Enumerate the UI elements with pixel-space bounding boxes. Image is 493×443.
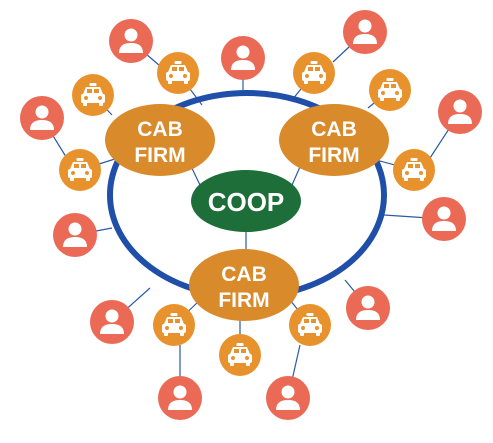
- taxi-node: [219, 334, 261, 376]
- person-node: [266, 376, 310, 420]
- person-icon: [448, 99, 472, 124]
- taxi-icon: [68, 158, 92, 181]
- person-node: [20, 96, 64, 140]
- person-icon: [63, 222, 87, 247]
- person-node: [53, 213, 97, 257]
- person-node: [221, 36, 265, 80]
- taxi-icon: [162, 313, 186, 336]
- person-node: [109, 19, 153, 63]
- cab-firm-label-line2: FIRM: [134, 144, 185, 167]
- taxi-node: [293, 52, 335, 94]
- taxi-node: [59, 149, 101, 191]
- person-node: [438, 90, 482, 134]
- person-node: [343, 10, 387, 54]
- person-icon: [276, 385, 300, 410]
- person-icon: [231, 45, 255, 70]
- taxi-icon: [302, 61, 326, 84]
- cab-firm-node-right: CAB FIRM: [279, 104, 389, 176]
- person-icon: [353, 19, 377, 44]
- person-icon: [119, 28, 143, 53]
- taxi-icon: [228, 343, 252, 366]
- person-icon: [356, 295, 380, 320]
- person-icon: [100, 309, 124, 334]
- taxi-node: [153, 304, 195, 346]
- taxi-node: [72, 74, 114, 116]
- taxi-icon: [81, 83, 105, 106]
- cab-firm-label-line2: FIRM: [218, 289, 269, 312]
- nodes: [20, 10, 482, 420]
- cab-firm-label-line1: CAB: [221, 263, 267, 286]
- coop-node: COOP: [191, 170, 301, 232]
- person-node: [422, 197, 466, 241]
- person-node: [158, 376, 202, 420]
- taxi-node: [393, 149, 435, 191]
- taxi-icon: [402, 158, 426, 181]
- coop-label: COOP: [208, 187, 285, 217]
- person-icon: [30, 105, 54, 130]
- taxi-icon: [166, 61, 190, 84]
- person-icon: [168, 385, 192, 410]
- taxi-icon: [378, 78, 402, 101]
- taxi-icon: [298, 313, 322, 336]
- person-node: [90, 300, 134, 344]
- cab-firm-label-line2: FIRM: [308, 144, 359, 167]
- person-icon: [432, 206, 456, 231]
- cab-firm-node-bottom: CAB FIRM: [189, 249, 299, 321]
- taxi-node: [289, 304, 331, 346]
- cab-firm-label-line1: CAB: [137, 118, 183, 141]
- person-node: [346, 286, 390, 330]
- taxi-node: [157, 52, 199, 94]
- cab-firm-node-left: CAB FIRM: [105, 104, 215, 176]
- taxi-node: [369, 69, 411, 111]
- cab-firm-label-line1: CAB: [311, 118, 357, 141]
